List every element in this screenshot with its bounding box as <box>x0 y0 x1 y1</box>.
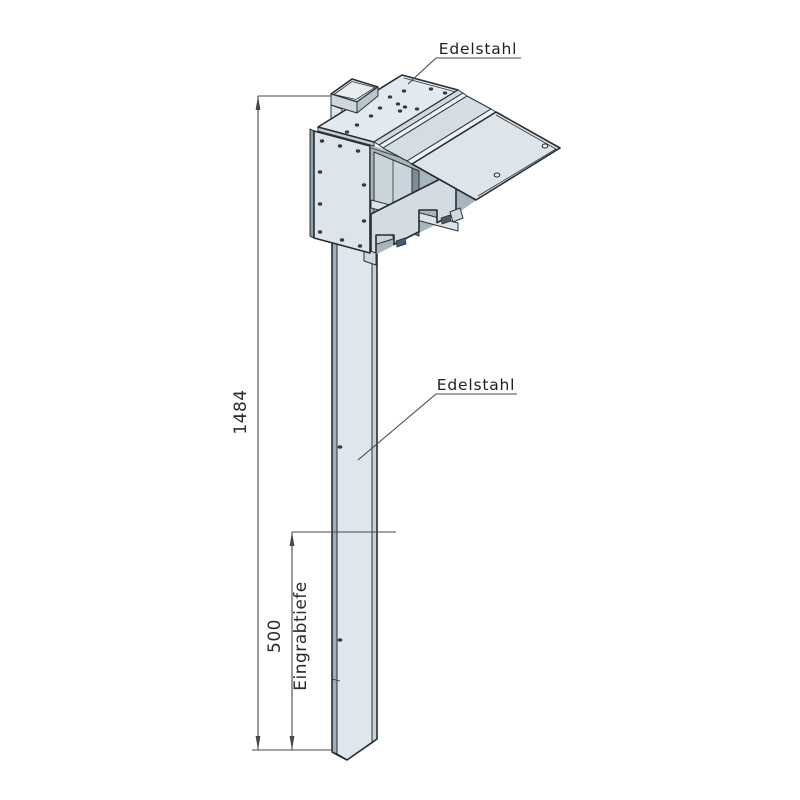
slope-panel-hole-front <box>493 172 501 178</box>
post-front-face <box>336 237 373 761</box>
label-text: Edelstahl <box>439 40 517 58</box>
arrow-down <box>289 736 295 750</box>
arrow-up <box>255 96 261 110</box>
dimension-value-1484: 1484 <box>231 389 251 434</box>
bottom-tab-right <box>449 207 464 223</box>
post-seam <box>331 678 341 682</box>
hook-plate-slot-hole-right <box>440 214 452 225</box>
post-outline <box>331 238 378 761</box>
slope-panel-hole-right <box>541 143 549 149</box>
side-plate-rivets <box>317 139 367 248</box>
cap-right-face <box>356 86 379 114</box>
dimension-overall-height: 1484 <box>231 95 333 751</box>
slope-panel <box>411 111 561 201</box>
leader-line <box>407 57 521 85</box>
bracket <box>309 74 561 266</box>
cap-lip-line <box>333 81 376 100</box>
post-rivet-upper <box>337 445 343 449</box>
label-post-material: Edelstahl <box>357 376 517 461</box>
dimension-label-eingrabtiefe: Eingrabtiefe <box>291 581 311 691</box>
dimension-burial-depth: 500 Eingrabtiefe <box>265 531 396 750</box>
hook-plate-slot-hole-left <box>395 237 407 248</box>
post-cap <box>330 78 379 114</box>
arrow-down <box>255 736 261 750</box>
arrow-up <box>289 532 295 546</box>
post-rivet-lower <box>337 638 343 642</box>
slope-panel-hem <box>477 114 557 197</box>
side-plate <box>313 130 371 254</box>
top-plate-holes <box>344 87 448 134</box>
label-bracket-material: Edelstahl <box>407 40 521 85</box>
leader-line <box>357 393 517 461</box>
dimension-value-500: 500 <box>265 619 285 653</box>
label-text: Edelstahl <box>437 376 515 394</box>
